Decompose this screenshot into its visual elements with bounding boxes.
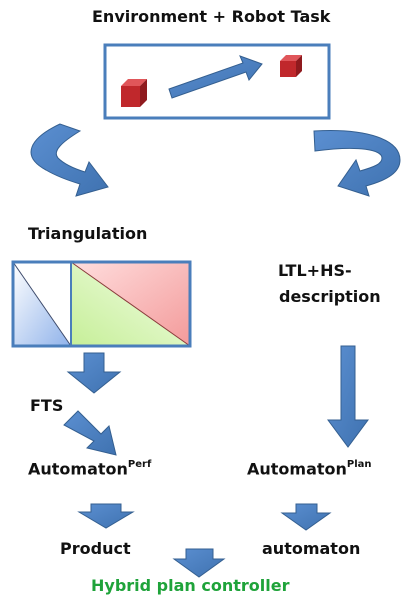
red-cube-start-icon xyxy=(121,79,147,107)
label-triangulation: Triangulation xyxy=(28,224,148,243)
automaton-perf-text: Automaton xyxy=(28,459,128,479)
arrow-down-fts-icon xyxy=(66,352,122,394)
label-ltl-line1: LTL+HS- xyxy=(278,261,352,280)
label-product: Product xyxy=(60,539,131,558)
triangulation-figure xyxy=(11,260,192,348)
arrow-down-plan-icon xyxy=(327,345,369,448)
label-automaton-lower: automaton xyxy=(262,539,361,558)
diagram-title: Environment + Robot Task xyxy=(92,7,331,26)
perf-superscript: Perf xyxy=(127,459,152,470)
plan-superscript: Plan xyxy=(346,459,372,470)
curved-arrow-right-icon xyxy=(313,130,401,197)
arrow-down-automaton-icon xyxy=(280,503,332,531)
arrow-down-controller-icon xyxy=(172,548,226,578)
automaton-plan-text: Automaton xyxy=(247,459,347,479)
arrow-diagonal-perf-icon xyxy=(63,410,117,456)
red-cube-goal-icon xyxy=(280,55,302,77)
label-automaton-plan: AutomatonPlan xyxy=(247,459,372,479)
label-automaton-perf: AutomatonPerf xyxy=(28,459,152,479)
label-ltl-line2: description xyxy=(279,287,381,306)
curved-arrow-left-icon xyxy=(30,123,109,197)
arrow-down-product-icon xyxy=(77,503,135,529)
label-fts: FTS xyxy=(30,396,64,415)
motion-arrow-icon xyxy=(168,55,263,99)
label-hybrid-plan-controller: Hybrid plan controller xyxy=(91,576,290,595)
